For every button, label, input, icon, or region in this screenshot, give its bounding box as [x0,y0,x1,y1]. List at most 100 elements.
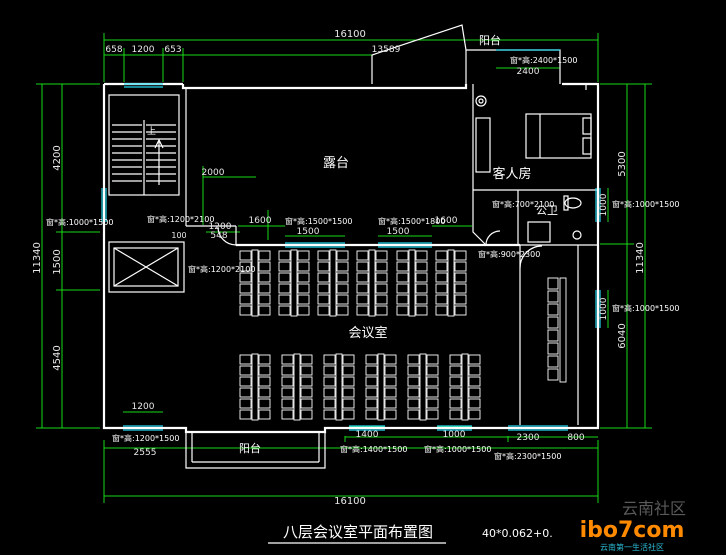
seat [375,250,388,261]
seat [239,387,252,398]
seat [239,272,252,283]
seat [547,368,559,381]
seat [547,303,559,316]
seat [426,398,439,409]
dim-top-seg-1: 658 [105,45,122,55]
seat [342,376,355,387]
seat [297,305,310,316]
seat [415,283,428,294]
seat [426,354,439,365]
seat [468,398,481,409]
seat [329,249,337,317]
seat [547,277,559,290]
seat [278,305,291,316]
dim-2555: 2555 [134,448,157,458]
seat [258,376,271,387]
seat [342,354,355,365]
dimension-lines [36,33,652,503]
dim-1500a: 1500 [297,227,320,237]
seat [258,250,271,261]
seat [342,365,355,376]
seat [323,409,336,420]
seat [547,290,559,303]
seat [419,353,427,421]
seat [356,305,369,316]
balcony-top-label: 阳台 [479,33,501,47]
tag-1000-1500-bottom: 窗*高:1000*1500 [424,444,491,454]
seat [447,249,455,317]
tag-1200-1500: 窗*高:1200*1500 [112,433,179,443]
seat [342,409,355,420]
seat [317,283,330,294]
seat [375,272,388,283]
seat [454,250,467,261]
seat [258,261,271,272]
seat [297,272,310,283]
seat [468,387,481,398]
dim-right-win-1: 1000 [599,193,609,216]
dim-top-seg-2: 1200 [132,45,155,55]
seat [342,398,355,409]
seat [336,283,349,294]
seat [461,353,469,421]
dim-left-2: 1500 [52,249,63,274]
tag-1500-1800: 窗*高:1500*1800 [378,216,445,226]
seat [547,342,559,355]
bathroom-label: 公卫 [536,204,558,217]
seat [407,398,420,409]
watermark-text: 云南社区 [622,499,686,518]
seat [547,329,559,342]
seat [384,365,397,376]
seat [415,272,428,283]
seat [408,249,416,317]
seat [435,261,448,272]
seat [281,409,294,420]
seat [239,365,252,376]
meeting-room-label: 会议室 [348,325,387,341]
seat [384,387,397,398]
seat [239,376,252,387]
seat [384,409,397,420]
seat [297,261,310,272]
seat [356,272,369,283]
seat [384,376,397,387]
seat [336,261,349,272]
seat [336,294,349,305]
guest-room-label: 客人房 [492,166,531,182]
dim-right-total: 11340 [635,242,646,274]
seat [426,387,439,398]
dim-1500b: 1500 [387,227,410,237]
seat [468,409,481,420]
seat [449,365,462,376]
seat [468,376,481,387]
seat [323,354,336,365]
seat [258,283,271,294]
seat [454,272,467,283]
seat [415,261,428,272]
seat [407,376,420,387]
seat [300,354,313,365]
tag-1400-1500: 窗*高:1400*1500 [340,444,407,454]
dim-left-total: 11340 [32,242,43,274]
seat [426,365,439,376]
dim-left-1: 4200 [52,145,63,170]
dim-800: 800 [567,433,584,443]
tag-1000-1500-right1: 窗*高:1000*1500 [612,199,679,209]
seat [426,376,439,387]
dim-2000: 2000 [202,168,225,178]
dim-top-seg-3: 653 [164,45,181,55]
seat [426,409,439,420]
seat [239,250,252,261]
seat [407,354,420,365]
seat [297,250,310,261]
seat [323,398,336,409]
seat [297,283,310,294]
seat [281,365,294,376]
stair-treads [112,120,176,195]
scale-note: 40*0.062+0. [482,527,553,540]
seat [449,409,462,420]
dim-1600a: 1600 [249,216,272,226]
seat [336,250,349,261]
seat [300,409,313,420]
tag-2300-1500: 窗*高:2300*1500 [494,451,561,461]
